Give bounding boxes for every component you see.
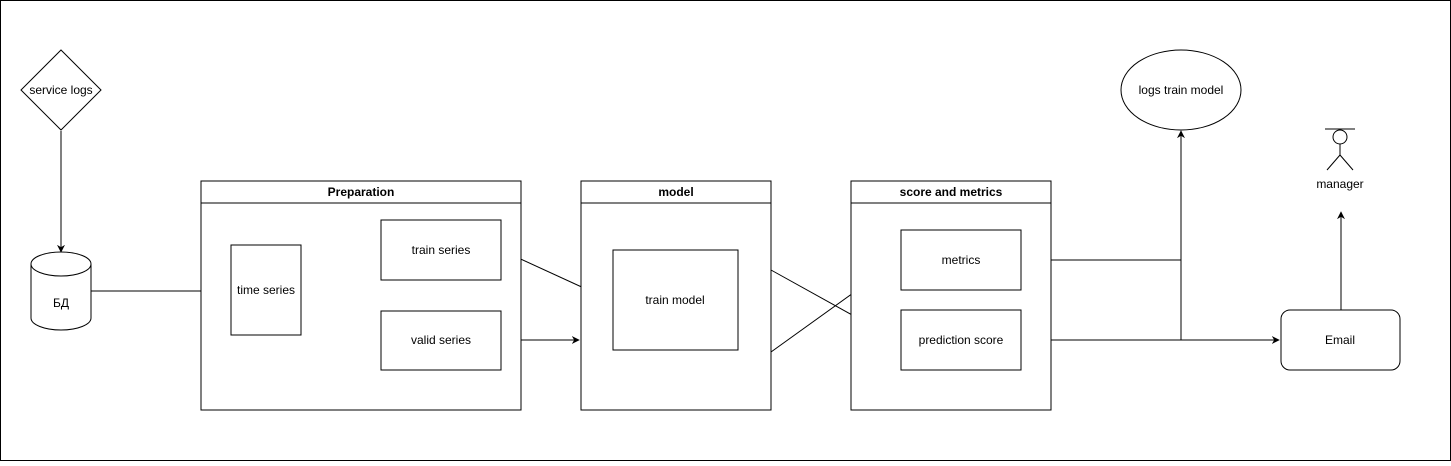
score-metrics-group[interactable]: score and metrics metrics prediction sco… <box>850 180 1052 411</box>
metrics-box <box>900 229 1022 291</box>
email-label: Email <box>1325 333 1355 347</box>
service-logs-node[interactable]: service logs <box>20 49 102 131</box>
logs-train-model-label: logs train model <box>1139 83 1224 97</box>
valid-series-node[interactable]: valid series <box>380 310 502 371</box>
logs-train-model-node[interactable]: logs train model <box>1120 49 1242 131</box>
train-model-label: train model <box>645 293 704 307</box>
prediction-score-label: prediction score <box>919 333 1004 347</box>
service-logs-label: service logs <box>29 83 92 97</box>
prediction-score-box <box>900 309 1022 371</box>
time-series-node[interactable]: time series <box>230 244 302 336</box>
actor-icon <box>1325 128 1355 171</box>
model-title: model <box>658 185 693 199</box>
valid-series-label: valid series <box>411 333 471 347</box>
manager-node[interactable]: manager <box>1316 128 1364 191</box>
train-model-node[interactable]: train model <box>612 249 739 351</box>
prediction-score-node[interactable]: prediction score <box>900 309 1022 371</box>
train-model-box <box>612 249 739 351</box>
valid-series-box <box>380 310 502 371</box>
email-node[interactable]: Email <box>1280 309 1401 371</box>
score-metrics-title: score and metrics <box>900 185 1003 199</box>
database-label: БД <box>53 296 69 310</box>
model-group[interactable]: model train model <box>580 180 772 411</box>
manager-label: manager <box>1316 177 1363 191</box>
time-series-label: time series <box>237 283 295 297</box>
preparation-group[interactable]: Preparation time series train series val… <box>200 180 522 411</box>
email-box <box>1280 309 1401 371</box>
diamond-shape <box>20 49 102 131</box>
preparation-title: Preparation <box>328 185 395 199</box>
database-node[interactable]: БД <box>30 251 92 331</box>
logs-ellipse <box>1120 49 1242 131</box>
cylinder-body <box>30 264 92 331</box>
metrics-node[interactable]: metrics <box>900 229 1022 291</box>
train-series-label: train series <box>412 243 471 257</box>
train-series-box <box>380 219 502 281</box>
metrics-label: metrics <box>942 253 981 267</box>
train-series-node[interactable]: train series <box>380 219 502 281</box>
score-metrics-container <box>850 180 1052 411</box>
time-series-box <box>230 244 302 336</box>
cylinder-top <box>30 251 92 277</box>
